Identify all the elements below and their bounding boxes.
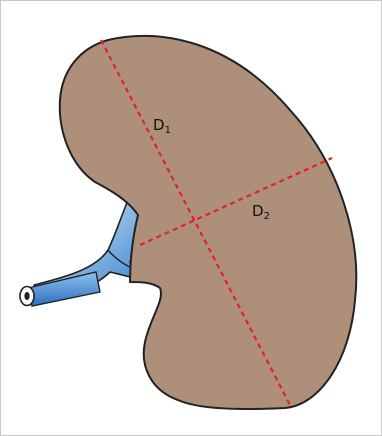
d1-label-main: D: [153, 116, 165, 134]
d2-label: D2: [252, 204, 270, 222]
d2-label-main: D: [252, 202, 264, 220]
d2-label-sub: 2: [264, 211, 270, 222]
d1-label: D1: [153, 118, 171, 136]
kidney-shape: [60, 36, 356, 409]
d1-label-sub: 1: [165, 125, 171, 136]
